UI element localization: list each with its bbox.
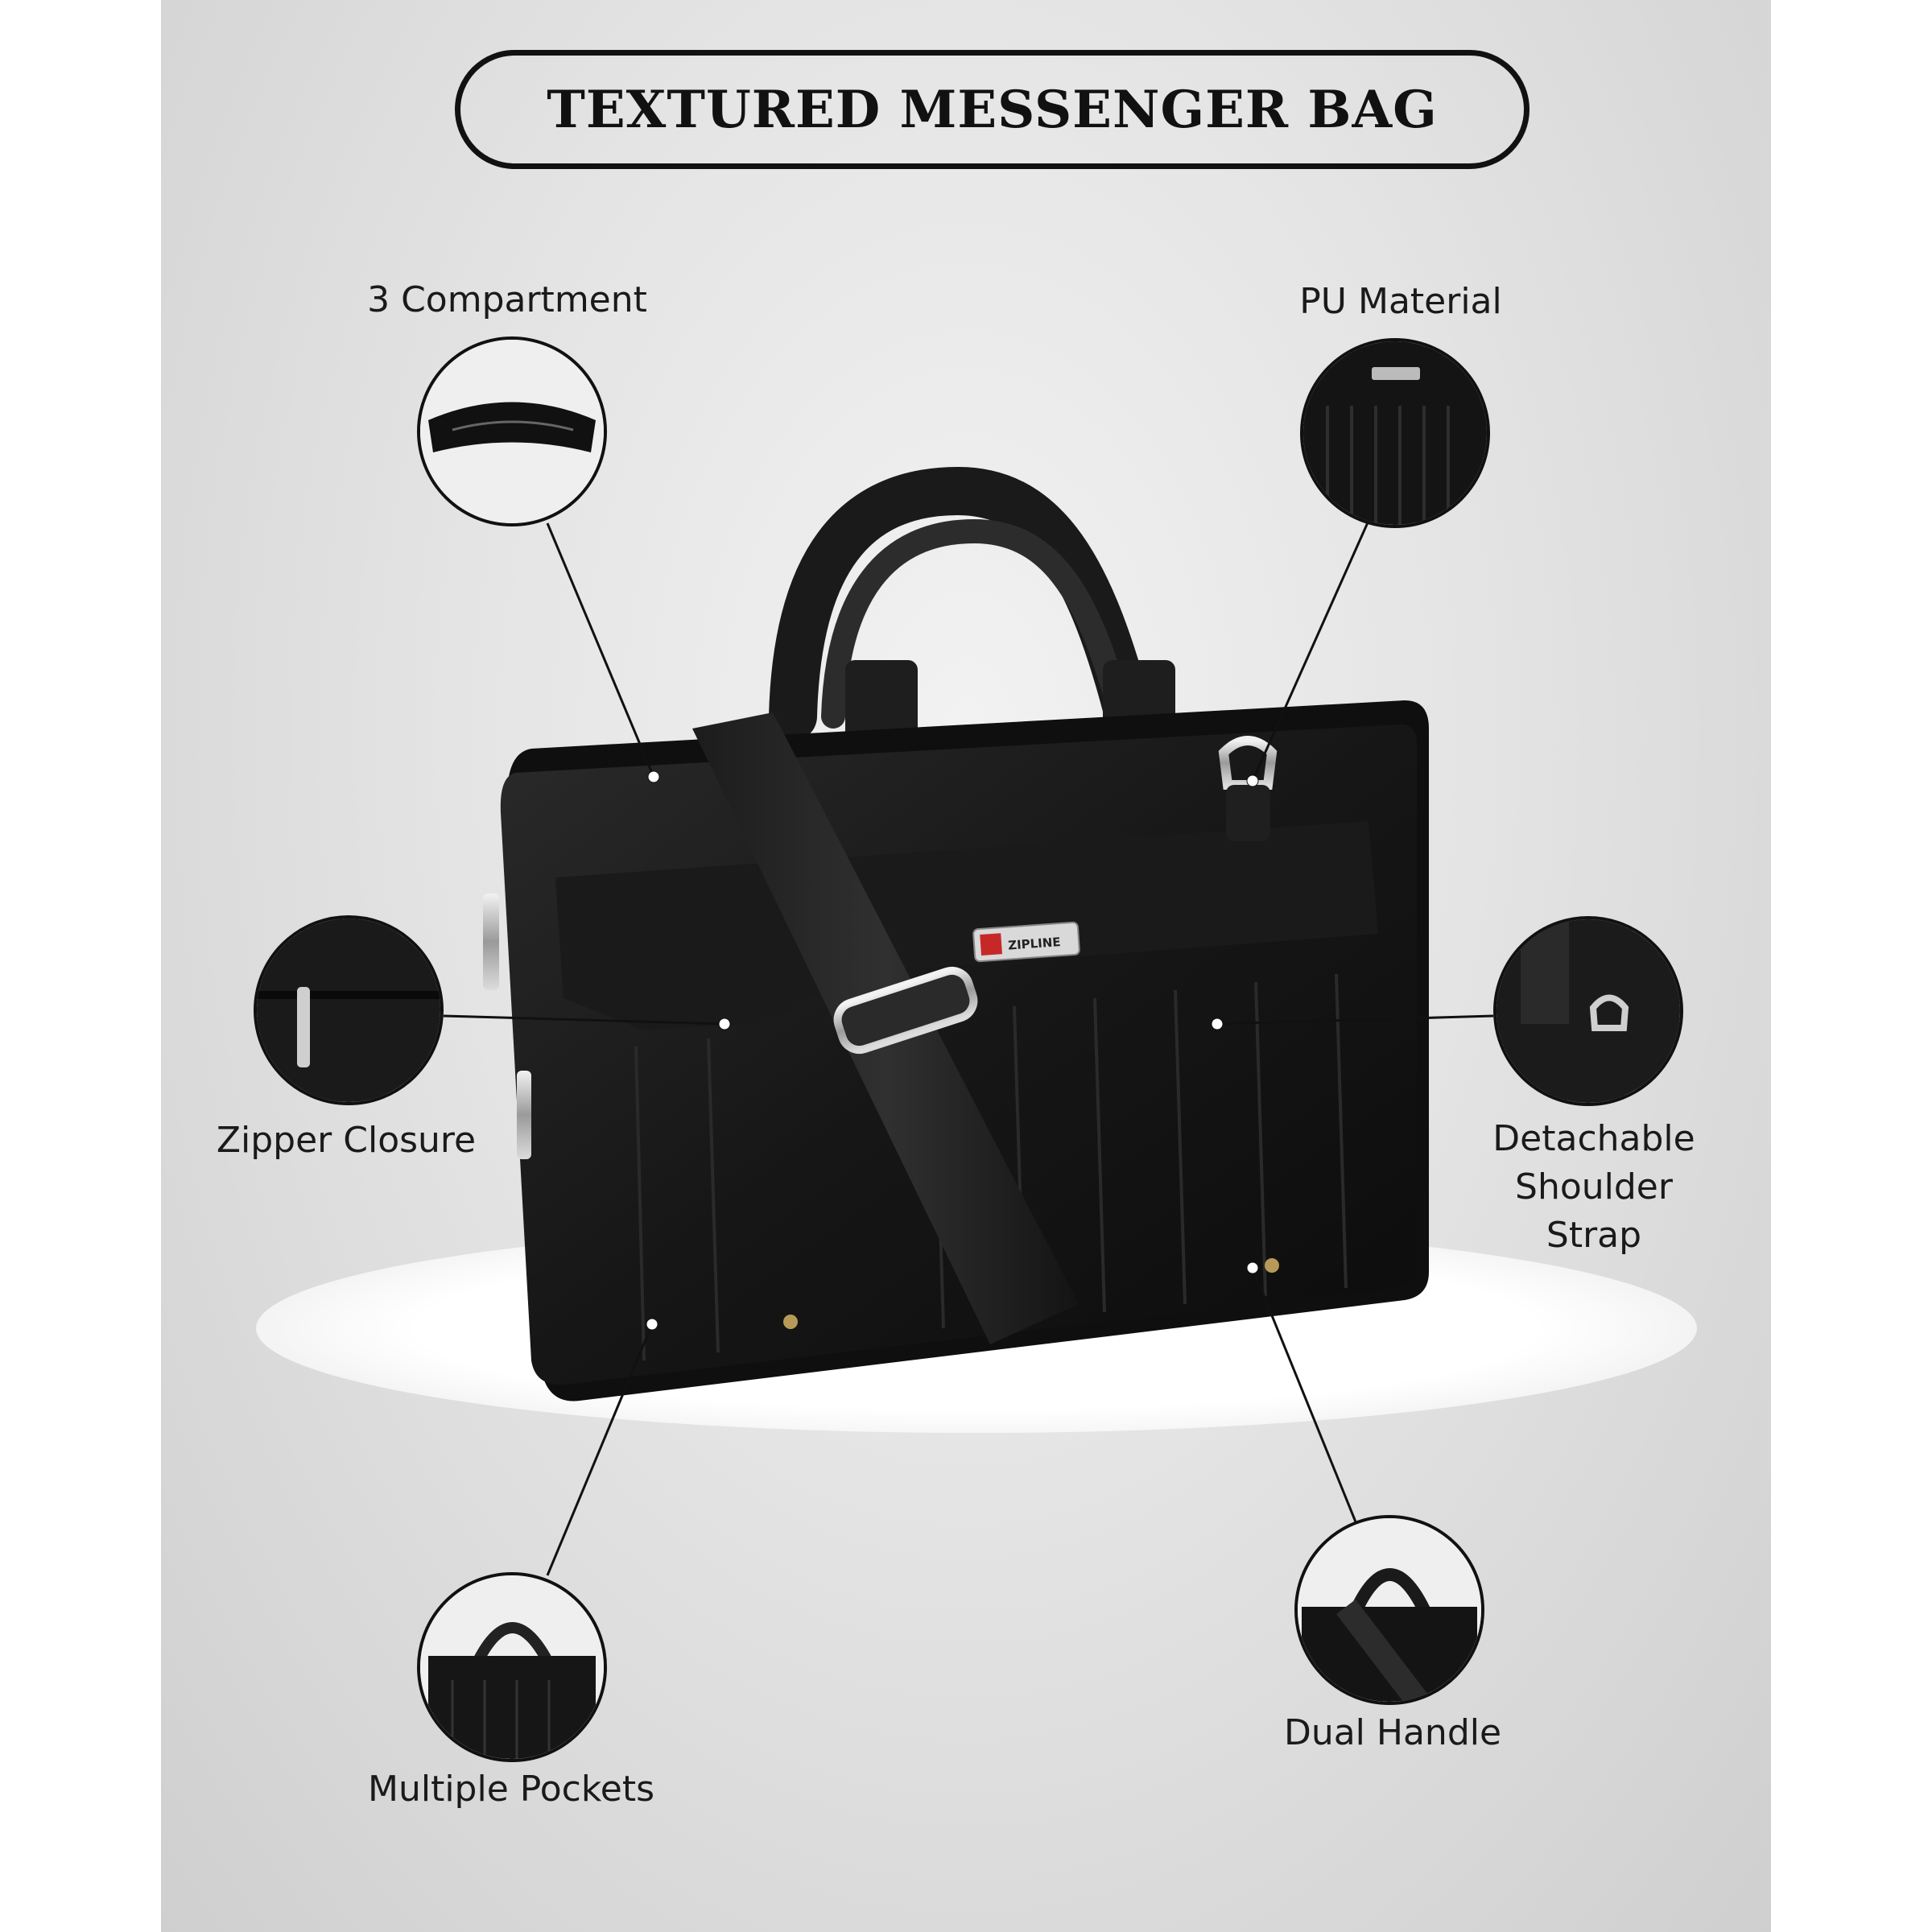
label-pockets: Multiple Pockets [368,1769,654,1810]
zipper-pull [483,894,499,990]
callout-compartment [417,336,607,526]
bag-body [500,724,1418,1385]
material-detail-image [1303,341,1487,525]
zipper-detail-image [257,919,440,1102]
callout-pockets [417,1572,607,1762]
callout-strap [1493,916,1683,1106]
rivet [783,1315,798,1329]
page-title: TEXTURED MESSENGER BAG [547,79,1438,140]
brand-logo-text: ZIPLINE [1008,935,1061,953]
compartment-detail-image [420,340,604,523]
label-strap: Detachable Shoulder Strap [1492,1118,1695,1256]
zipper-pull [517,1071,531,1159]
front-pocket-flap [555,821,1378,1030]
callout-handle [1294,1515,1484,1705]
strap-detail-image [1496,919,1680,1103]
rivet [1265,1258,1279,1273]
label-zipper: Zipper Closure [216,1120,477,1161]
title-banner: TEXTURED MESSENGER BAG [455,50,1530,169]
handle-detail-image [1298,1518,1481,1702]
label-handle: Dual Handle [1283,1712,1502,1753]
strap-buckle [833,966,978,1055]
label-material: PU Material [1299,281,1502,322]
callout-zipper [254,915,444,1105]
pockets-detail-image [420,1575,604,1759]
label-compartment: 3 Compartment [367,279,647,320]
brand-logo-plate: ZIPLINE [972,921,1080,963]
callout-material [1300,338,1490,528]
